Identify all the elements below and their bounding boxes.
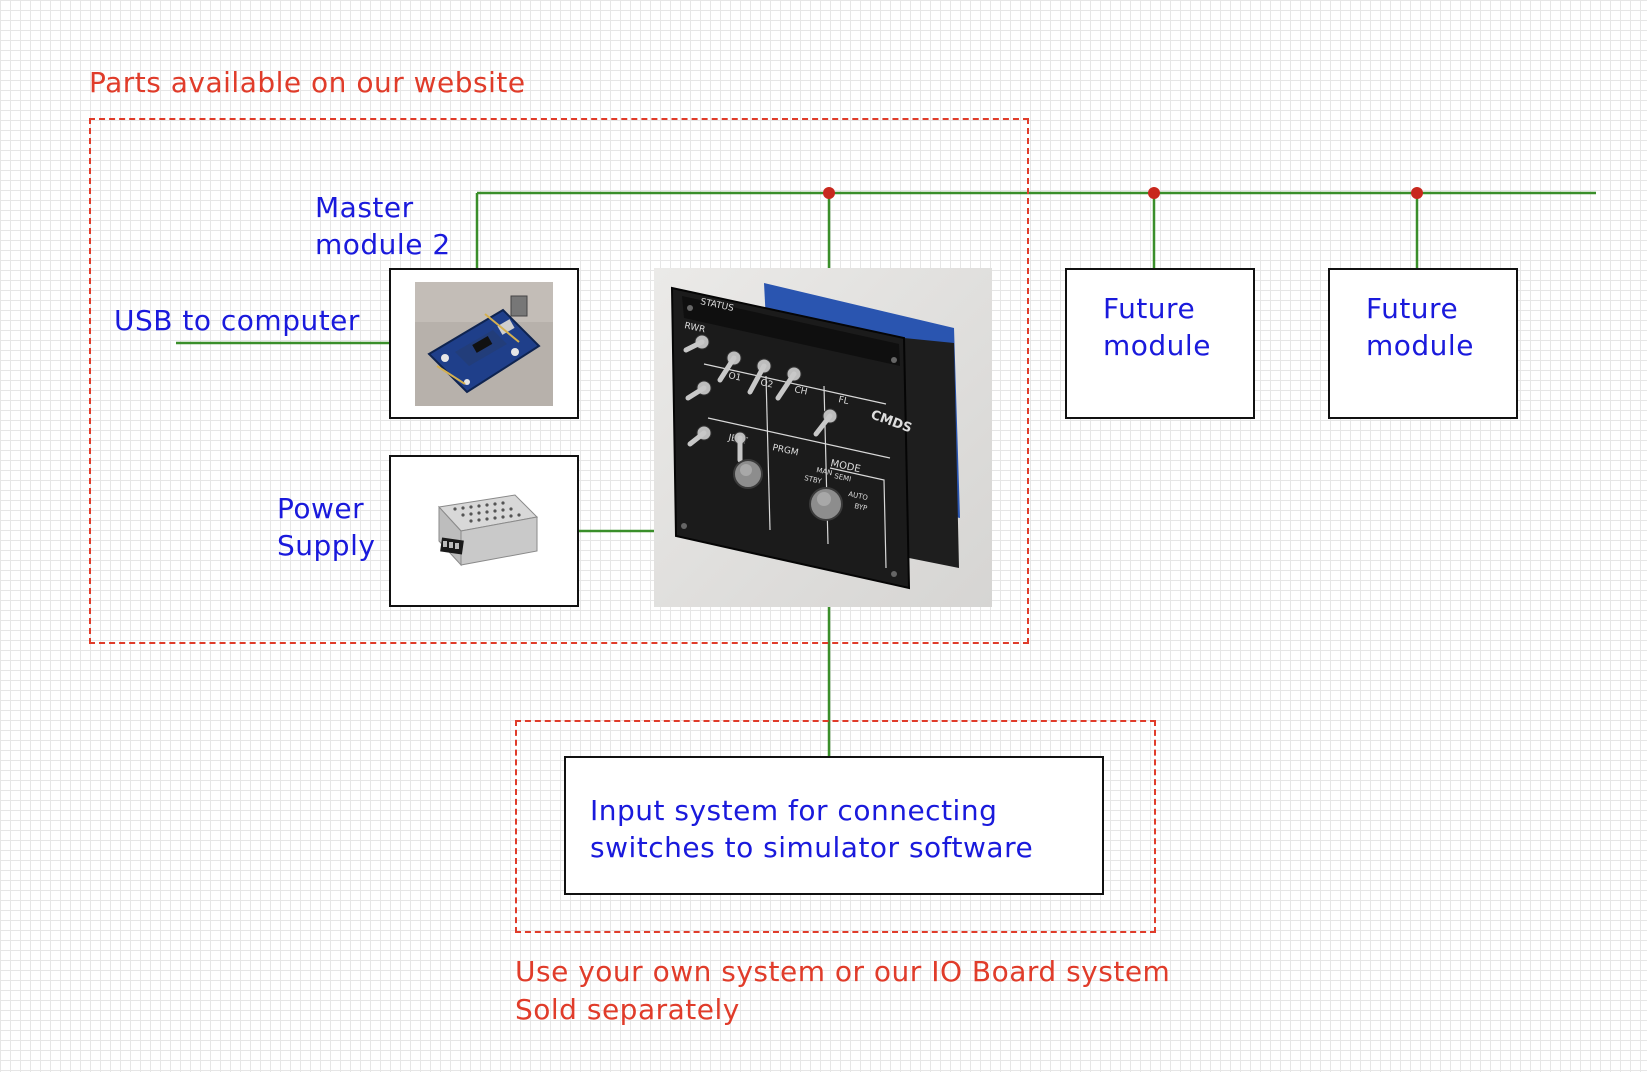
input-system-boundary bbox=[515, 720, 1156, 933]
power-supply-label: Power Supply bbox=[277, 490, 375, 564]
footer-line-1: Use your own system or our IO Board syst… bbox=[515, 955, 1171, 988]
panel-o2-text: O2 bbox=[759, 378, 774, 390]
panel-stby-text: STBY bbox=[804, 474, 823, 486]
master-module-label: Master module 2 bbox=[315, 189, 451, 263]
input-system-line2: switches to simulator software bbox=[590, 831, 1034, 864]
future-module-1-line2: module bbox=[1103, 329, 1211, 362]
panel-knobs bbox=[733, 459, 843, 521]
power-supply-box bbox=[389, 455, 579, 607]
master-module-box bbox=[389, 268, 579, 419]
panel-man-text: MAN bbox=[816, 466, 833, 477]
panel-o1-text: O1 bbox=[727, 371, 742, 383]
future-module-1-line1: Future bbox=[1103, 292, 1196, 325]
future-module-box-1: Future module bbox=[1065, 268, 1255, 419]
panel-rwr-text: RWR bbox=[683, 321, 706, 335]
wires bbox=[176, 191, 1596, 756]
junction-dot bbox=[823, 187, 835, 199]
panel-byp-text: BYP bbox=[854, 502, 868, 513]
master-module-label-line2: module 2 bbox=[315, 228, 451, 261]
panel-fl-text: FL bbox=[837, 395, 849, 407]
power-supply-label-line1: Power bbox=[277, 492, 365, 525]
future-module-2-label: Future module bbox=[1366, 290, 1474, 364]
power-supply-label-line2: Supply bbox=[277, 529, 376, 562]
junction-dot bbox=[1411, 187, 1423, 199]
master-board-image bbox=[415, 282, 553, 406]
footer-line-2: Sold separately bbox=[515, 993, 740, 1026]
panel-semi-text: SEMI bbox=[834, 472, 852, 483]
future-module-2-line2: module bbox=[1366, 329, 1474, 362]
power-supply-image bbox=[419, 477, 549, 587]
cmds-panel-image: STATUS RWR O1 O2 CH FL JETT PRGM MODE ST… bbox=[654, 268, 992, 607]
future-module-1-label: Future module bbox=[1103, 290, 1211, 364]
master-module-label-line1: Master bbox=[315, 191, 414, 224]
usb-label: USB to computer bbox=[114, 304, 360, 337]
input-system-line1: Input system for connecting bbox=[590, 794, 998, 827]
parts-title: Parts available on our website bbox=[89, 66, 526, 99]
panel-toggles bbox=[683, 334, 838, 463]
input-system-box: Input system for connecting switches to … bbox=[564, 756, 1104, 895]
panel-ch-text: CH bbox=[793, 385, 808, 397]
future-module-box-2: Future module bbox=[1328, 268, 1518, 419]
junction-dot bbox=[1148, 187, 1160, 199]
input-system-label: Input system for connecting switches to … bbox=[590, 792, 1033, 866]
junctions bbox=[823, 187, 1423, 199]
future-module-2-line1: Future bbox=[1366, 292, 1459, 325]
website-parts-boundary bbox=[89, 118, 1029, 644]
